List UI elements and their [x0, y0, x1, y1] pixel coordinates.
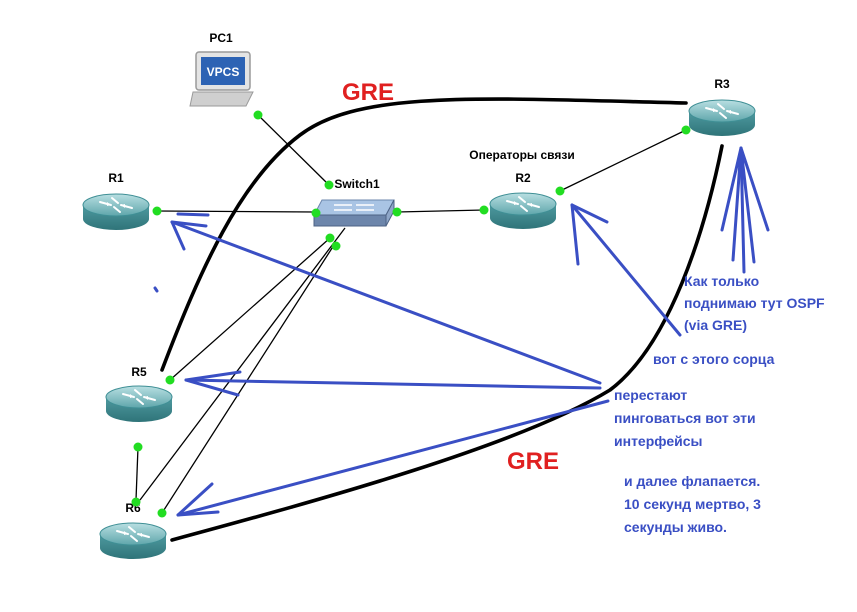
r5-label: R5 [131, 365, 147, 379]
link-switch1-r2 [396, 209, 485, 213]
port-dot [152, 206, 162, 216]
arrow-head-r2 [570, 203, 609, 266]
arrow-head-r1 [170, 220, 208, 251]
gre-tunnels [160, 97, 724, 542]
pc1-node[interactable]: VPCS PC1 [189, 31, 254, 107]
ospf-note-line1: Как только [684, 273, 759, 289]
router-r6[interactable] [99, 522, 167, 560]
port-dot [325, 233, 335, 243]
link-pc1-switch1 [257, 114, 330, 186]
port-dot [681, 125, 691, 135]
r2-label: R2 [515, 171, 531, 185]
stray-mark [176, 212, 210, 217]
link-r5-r6 [135, 446, 139, 501]
links [135, 114, 687, 514]
link-r6-switch1-b [139, 227, 346, 501]
stop-note-line3: интерфейсы [614, 433, 702, 449]
port-dot [131, 497, 141, 507]
router-r2[interactable] [489, 192, 557, 230]
router-r1[interactable] [82, 193, 150, 231]
arrow-head-r6 [176, 482, 220, 517]
port-dot [555, 186, 565, 196]
pc1-screen-text: VPCS [207, 65, 240, 79]
link-r2-r3 [559, 129, 687, 192]
flap-note-line1: и далее флапается. [624, 473, 760, 489]
port-dot [311, 208, 321, 218]
port-dot [253, 110, 263, 120]
port-dot [133, 442, 143, 452]
arrow-head-r3 [720, 146, 770, 264]
port-dot [157, 508, 167, 518]
pc1-screen [201, 57, 245, 85]
link-r6-switch1-a [161, 244, 335, 514]
port-dot [324, 180, 334, 190]
pc1-keyboard [189, 91, 254, 107]
ospf-note-line3: (via GRE) [684, 317, 747, 333]
gre-label-top: GRE [342, 79, 394, 106]
annotation-arrows [153, 146, 770, 517]
arrow-to-r5 [184, 378, 602, 390]
arrow-to-r2 [570, 203, 682, 337]
stop-note-line1: перестают [614, 387, 687, 403]
arrow-to-r1 [170, 220, 602, 385]
stray-mark [153, 286, 159, 293]
arrow-to-r6 [176, 399, 610, 517]
port-dot [392, 207, 402, 217]
ospf-note-line2: поднимаю тут OSPF [684, 295, 825, 311]
port-dot [331, 241, 341, 251]
source-note: вот с этого сорца [653, 351, 775, 367]
gre-label-bottom: GRE [507, 448, 559, 475]
router-r5[interactable] [105, 385, 173, 423]
gre-tunnel-r5-r3 [160, 97, 688, 372]
port-indicators [131, 110, 691, 518]
arrow-to-r3 [739, 146, 746, 274]
arrow-head-r5 [184, 370, 242, 397]
link-r5-switch1 [169, 237, 331, 381]
annotation-text: Как только поднимаю тут OSPF (via GRE) в… [614, 273, 825, 535]
flap-note-line3: секунды живо. [624, 519, 727, 535]
switch1-label: Switch1 [334, 177, 380, 191]
operators-label: Операторы связи [469, 148, 574, 162]
port-dot [479, 205, 489, 215]
flap-note-line2: 10 секунд мертво, 3 [624, 496, 761, 512]
r1-label: R1 [108, 171, 124, 185]
pc1-label: PC1 [209, 31, 233, 45]
stop-note-line2: пинговаться вот эти [614, 410, 756, 426]
gre-tunnel-r6-r3 [170, 144, 724, 542]
r3-label: R3 [714, 77, 730, 91]
port-dot [165, 375, 175, 385]
router-r3[interactable] [688, 99, 756, 137]
